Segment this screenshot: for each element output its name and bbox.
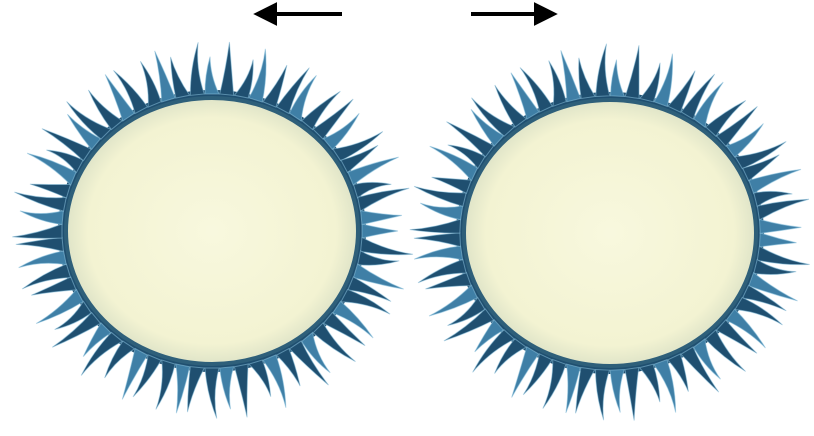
brush-hair — [12, 224, 62, 238]
brush-hair — [234, 60, 253, 98]
brush-hair — [361, 237, 413, 254]
brush-hair — [596, 369, 610, 420]
brush-hair — [190, 42, 204, 95]
brush-hair — [759, 233, 796, 247]
brush-hair — [220, 42, 234, 95]
brush-hair — [19, 251, 67, 268]
brush-hair — [205, 57, 219, 94]
brush-hair — [640, 364, 660, 402]
brush-hair — [410, 219, 461, 233]
brush-hair — [757, 246, 809, 264]
brush-hair — [757, 199, 809, 220]
left-brush-particle — [12, 42, 413, 419]
brush-hair — [171, 57, 190, 98]
brush-hair — [625, 45, 639, 98]
brush-hair — [420, 203, 462, 220]
brush-hair — [759, 219, 801, 233]
brush-hair — [220, 367, 234, 410]
brush-hair — [205, 368, 219, 419]
brush-hair — [156, 360, 175, 409]
brush-hair — [187, 367, 204, 412]
brush-hair — [596, 44, 610, 97]
brush-hair — [234, 364, 248, 417]
brush-hair — [20, 211, 63, 225]
brush-hair — [625, 368, 639, 421]
brush-hair — [579, 58, 595, 99]
brush-hair — [30, 184, 71, 198]
brush-hair — [610, 370, 624, 413]
brush-hair — [16, 237, 64, 251]
brush-hair — [361, 211, 402, 225]
brush-hair — [414, 246, 462, 260]
particle-core — [464, 100, 756, 366]
brush-hair — [414, 233, 461, 247]
particle-core — [66, 98, 358, 364]
brush-hair — [611, 60, 625, 97]
brush-hair — [362, 224, 398, 238]
right-brush-particle — [410, 44, 810, 421]
